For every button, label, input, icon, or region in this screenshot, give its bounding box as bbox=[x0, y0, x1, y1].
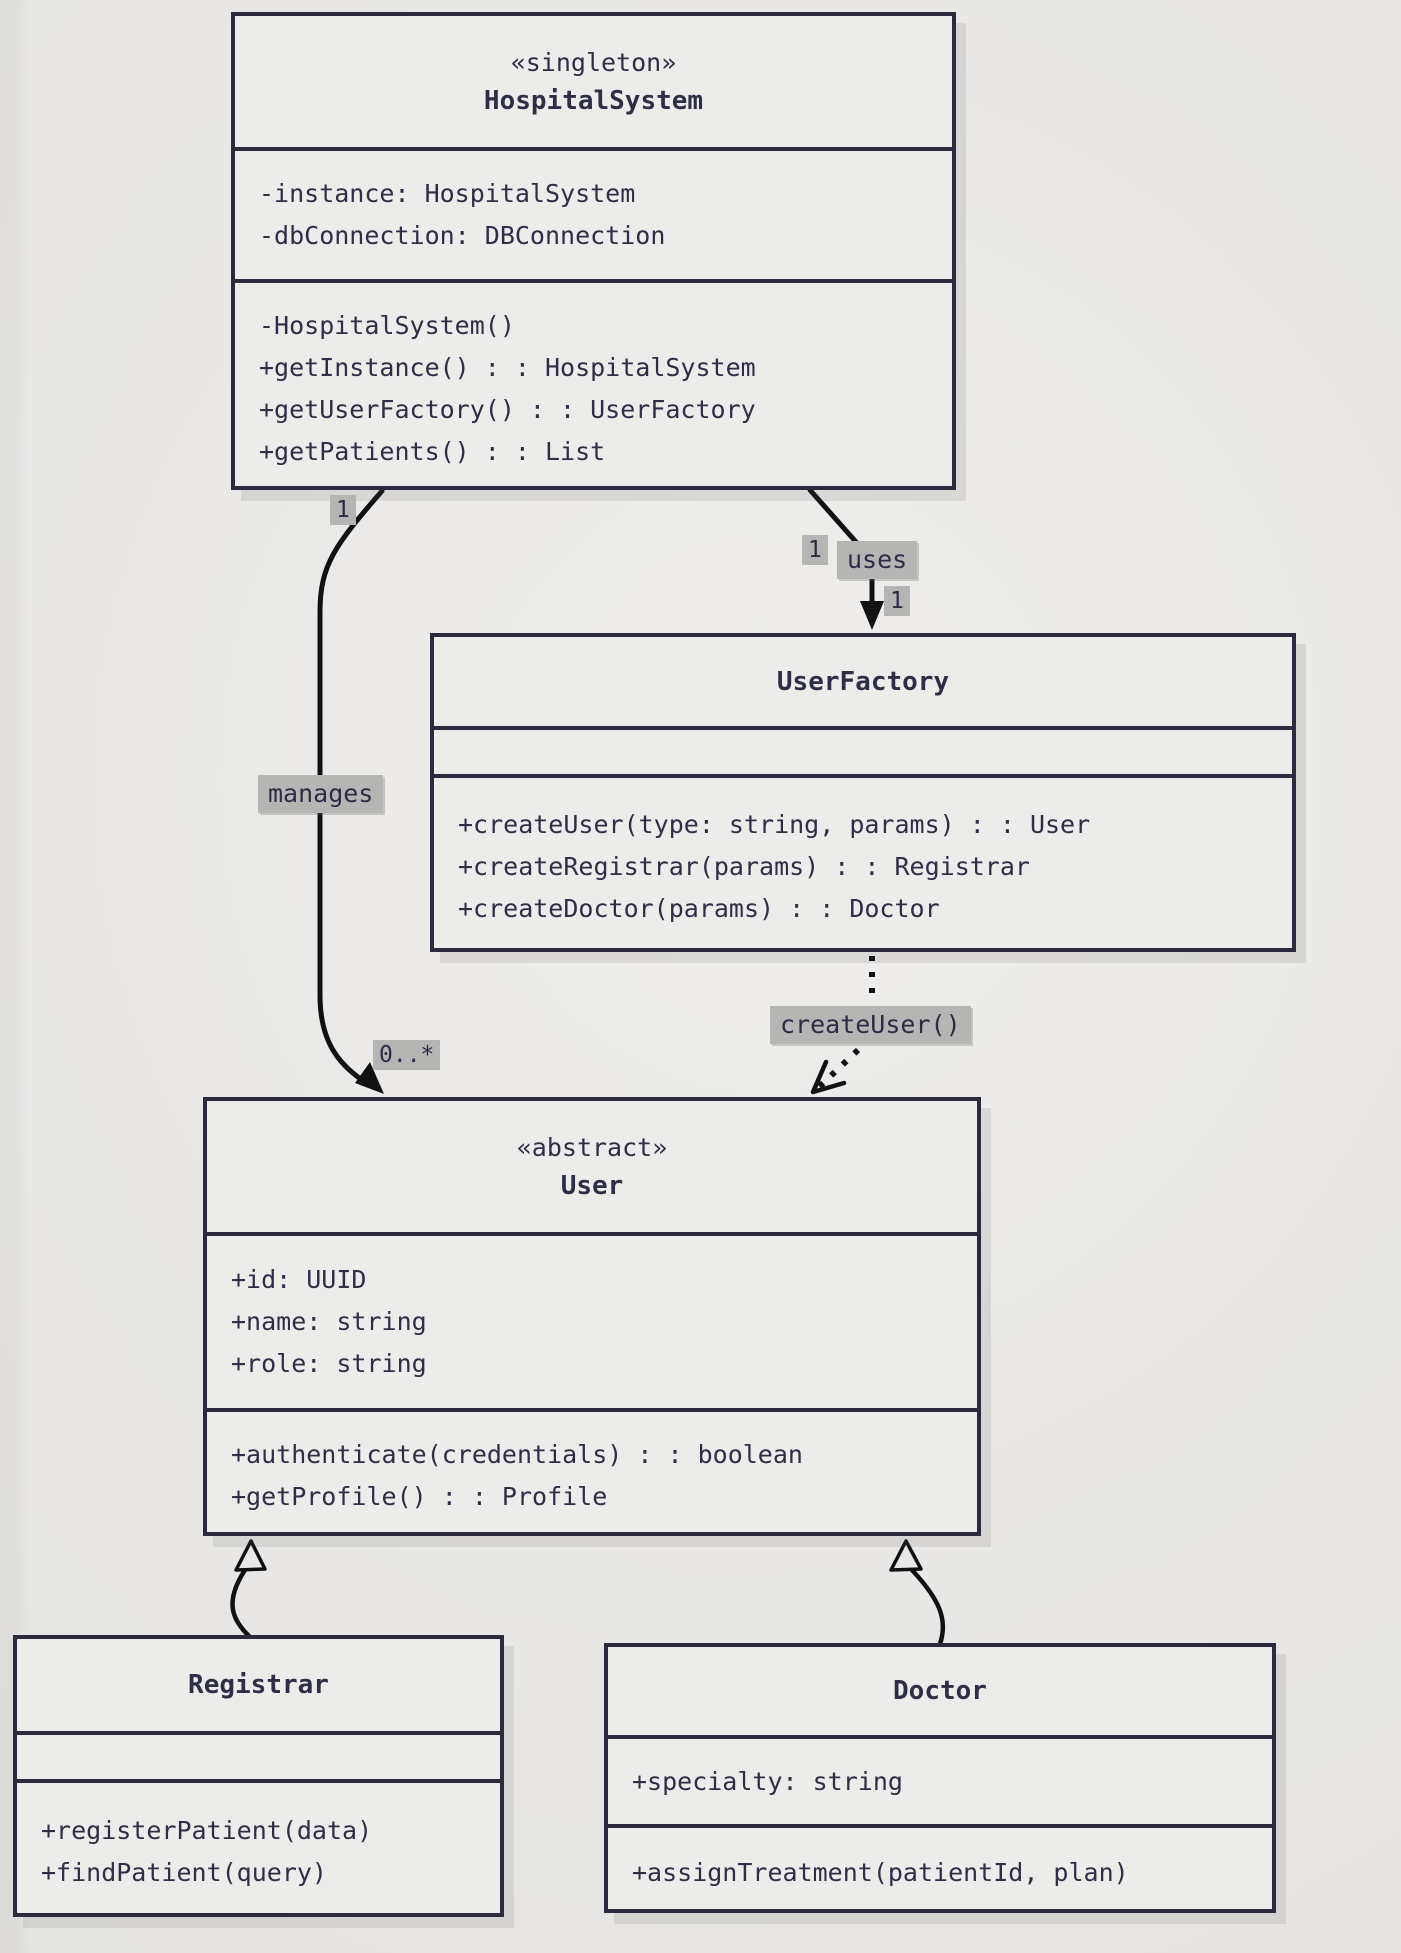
edge-registrar-inheritance bbox=[230, 1539, 267, 1640]
hollow-triangle-arrowhead bbox=[234, 1539, 267, 1572]
method: +getPatients() : : List bbox=[259, 436, 606, 466]
class-stereotype: «abstract» bbox=[516, 1132, 668, 1162]
method: +createUser(type: string, params) : : Us… bbox=[458, 810, 1091, 839]
methods-section: +createUser(type: string, params) : : Us… bbox=[434, 774, 1292, 956]
manages-target-multiplicity: 0..* bbox=[373, 1040, 441, 1070]
edge-createuser-dependency bbox=[810, 956, 875, 1095]
uses-target-multiplicity: 1 bbox=[884, 586, 910, 616]
attribute: -dbConnection: DBConnection bbox=[259, 221, 666, 250]
method: +getUserFactory() : : UserFactory bbox=[259, 394, 756, 424]
class-header: «singleton» HospitalSystem bbox=[235, 16, 952, 147]
class-user: «abstract» User +id: UUID +name: string … bbox=[203, 1097, 981, 1536]
method: +createDoctor(params) : : Doctor bbox=[458, 894, 940, 923]
manages-source-multiplicity: 1 bbox=[330, 495, 356, 525]
methods-section: -HospitalSystem() +getInstance() : : Hos… bbox=[235, 279, 952, 494]
attributes-section: +specialty: string bbox=[608, 1735, 1272, 1824]
class-hospitalsystem: «singleton» HospitalSystem -instance: Ho… bbox=[231, 12, 956, 490]
uses-edge-label: uses bbox=[837, 541, 918, 579]
dependency-open-arrowhead bbox=[810, 1059, 847, 1095]
methods-section: +authenticate(credentials) : : boolean +… bbox=[207, 1408, 977, 1540]
class-name: UserFactory bbox=[776, 666, 950, 697]
attributes-section bbox=[434, 726, 1292, 774]
method: +createRegistrar(params) : : Registrar bbox=[458, 852, 1030, 881]
attribute: -instance: HospitalSystem bbox=[259, 179, 636, 208]
class-name: HospitalSystem bbox=[483, 85, 704, 116]
edge-doctor-inheritance bbox=[889, 1539, 946, 1647]
createuser-edge-label: createUser() bbox=[770, 1006, 971, 1044]
attributes-section: +id: UUID +name: string +role: string bbox=[207, 1232, 977, 1408]
class-header: «abstract» User bbox=[207, 1101, 977, 1232]
manages-edge-label: manages bbox=[258, 775, 384, 813]
uses-source-multiplicity: 1 bbox=[802, 535, 828, 565]
attribute: +id: UUID bbox=[231, 1265, 367, 1294]
method: +authenticate(credentials) : : boolean bbox=[231, 1440, 803, 1469]
method: +findPatient(query) bbox=[41, 1858, 327, 1887]
class-userfactory: UserFactory +createUser(type: string, pa… bbox=[430, 633, 1296, 952]
class-header: Registrar bbox=[17, 1639, 500, 1731]
edge-manages-association bbox=[317, 488, 385, 1094]
class-name: Doctor bbox=[893, 1676, 987, 1706]
attribute: +specialty: string bbox=[632, 1766, 903, 1796]
method: -HospitalSystem() bbox=[259, 310, 515, 340]
class-registrar: Registrar +registerPatient(data) +findPa… bbox=[13, 1635, 504, 1917]
manages-arrowhead bbox=[355, 1062, 384, 1094]
attributes-section: -instance: HospitalSystem -dbConnection:… bbox=[235, 147, 952, 279]
class-name: User bbox=[560, 1170, 624, 1201]
methods-section: +registerPatient(data) +findPatient(quer… bbox=[17, 1779, 500, 1921]
method: +registerPatient(data) bbox=[41, 1816, 373, 1845]
class-doctor: Doctor +specialty: string +assignTreatme… bbox=[604, 1643, 1276, 1913]
class-stereotype: «singleton» bbox=[510, 47, 677, 77]
attributes-section bbox=[17, 1731, 500, 1779]
uses-arrowhead bbox=[860, 601, 884, 630]
class-header: UserFactory bbox=[434, 637, 1292, 726]
method: +assignTreatment(patientId, plan) bbox=[632, 1857, 1129, 1887]
attribute: +role: string bbox=[231, 1349, 427, 1378]
attribute: +name: string bbox=[231, 1307, 427, 1336]
hollow-triangle-arrowhead bbox=[889, 1539, 923, 1572]
methods-section: +assignTreatment(patientId, plan) bbox=[608, 1824, 1272, 1917]
class-name: Registrar bbox=[188, 1670, 329, 1700]
method: +getProfile() : : Profile bbox=[231, 1482, 608, 1511]
method: +getInstance() : : HospitalSystem bbox=[259, 352, 756, 382]
class-header: Doctor bbox=[608, 1647, 1272, 1735]
